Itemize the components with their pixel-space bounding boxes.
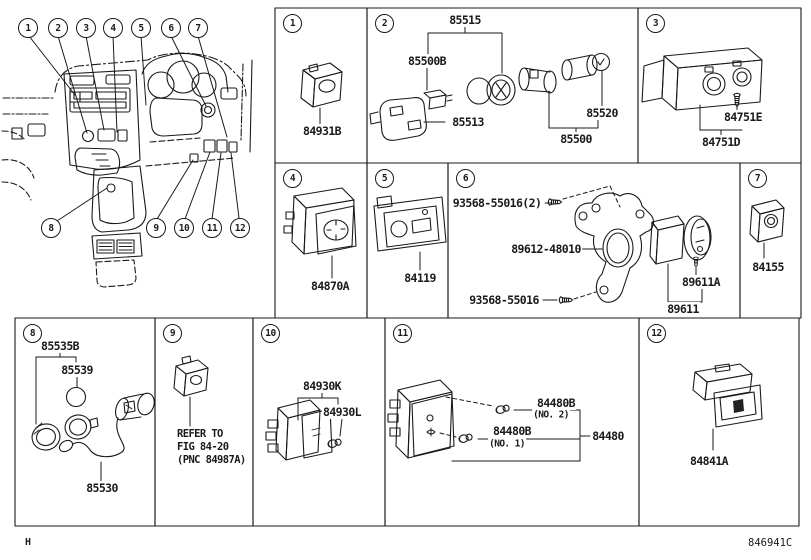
panel12-switch-84841A: [692, 363, 763, 451]
part-label-84480: 84480: [591, 429, 625, 443]
part-label-89611A: 89611A: [681, 275, 721, 289]
callout-2: 2: [48, 18, 68, 38]
part-label-84480B-no1: 84480B: [492, 424, 532, 438]
refer-note-line1: REFER TO: [177, 428, 223, 440]
panel11-number: 11: [393, 324, 412, 343]
part-label-85500B: 85500B: [407, 54, 447, 68]
panel3-mirror-switch-84751D: [641, 47, 763, 136]
part-label-85530: 85530: [85, 481, 119, 495]
panel9-switch-refer: [173, 355, 209, 427]
part-label-84119: 84119: [403, 271, 437, 285]
refer-note-line3: (PNC 84987A): [177, 454, 246, 466]
callout-7: 7: [188, 18, 208, 38]
part-label-84480B-no2: 84480B: [536, 396, 576, 410]
callout-11: 11: [202, 218, 222, 238]
panel2-lighter-assembly: [369, 26, 611, 141]
part-label-85535B: 85535B: [40, 339, 80, 353]
part-note-no2: (NO. 2): [532, 409, 570, 421]
part-label-89612-48010: 89612-48010: [510, 242, 582, 256]
part-label-84930K: 84930K: [302, 379, 342, 393]
part-label-89611: 89611: [666, 302, 700, 316]
part-label-85520: 85520: [585, 106, 619, 120]
callout-5: 5: [131, 18, 151, 38]
part-note-no1: (NO. 1): [488, 438, 526, 450]
figure-code: 846941C: [748, 537, 793, 549]
panel10-switch-84930K: [265, 391, 343, 461]
panel3-number: 3: [646, 14, 665, 33]
refer-note-line2: FIG 84-20: [177, 441, 229, 453]
part-label-84751E: 84751E: [723, 110, 763, 124]
panel4-switch-84870A: [283, 187, 357, 279]
callout-3: 3: [76, 18, 96, 38]
part-label-85515: 85515: [448, 13, 482, 27]
callout-leader-lines: [28, 35, 240, 222]
part-label-84155: 84155: [751, 260, 785, 274]
panel8-power-outlet-assembly: [31, 351, 155, 482]
callout-9: 9: [146, 218, 166, 238]
callout-8: 8: [41, 218, 61, 238]
part-label-84870A: 84870A: [310, 279, 350, 293]
panel7-switch-84155: [749, 199, 785, 259]
refer-note: REFER TO FIG 84-20 (PNC 84987A): [177, 428, 246, 467]
panel5-switch-84119: [373, 195, 447, 271]
panel12-number: 12: [647, 324, 666, 343]
page-corner-mark: H: [25, 537, 32, 548]
callout-10: 10: [174, 218, 194, 238]
panel5-number: 5: [375, 169, 394, 188]
part-label-84751D: 84751D: [701, 135, 741, 149]
callout-12: 12: [230, 218, 250, 238]
part-label-85539: 85539: [60, 363, 94, 377]
part-label-85500: 85500: [559, 132, 593, 146]
callout-6: 6: [161, 18, 181, 38]
panel8-number: 8: [23, 324, 42, 343]
panel2-number: 2: [375, 14, 394, 33]
part-label-93568-55016-x2: 93568-55016(2): [451, 196, 543, 210]
panel7-number: 7: [748, 169, 767, 188]
part-label-84931B: 84931B: [302, 124, 342, 138]
panel10-number: 10: [261, 324, 280, 343]
panel1-number: 1: [283, 14, 302, 33]
panel4-number: 4: [283, 169, 302, 188]
part-label-93568-55016: 93568-55016: [468, 293, 540, 307]
part-label-84930L: 84930L: [322, 405, 362, 419]
panel9-number: 9: [163, 324, 182, 343]
part-label-85513: 85513: [451, 115, 485, 129]
panel1-switch-84931B: [300, 62, 343, 125]
panel6-start-switch-assembly: [542, 185, 712, 304]
dashboard-illustration: [1, 35, 253, 288]
part-label-84841A: 84841A: [689, 454, 729, 468]
panel6-number: 6: [456, 169, 475, 188]
panel-frames: [14, 7, 802, 527]
callout-4: 4: [103, 18, 123, 38]
callout-1: 1: [18, 18, 38, 38]
